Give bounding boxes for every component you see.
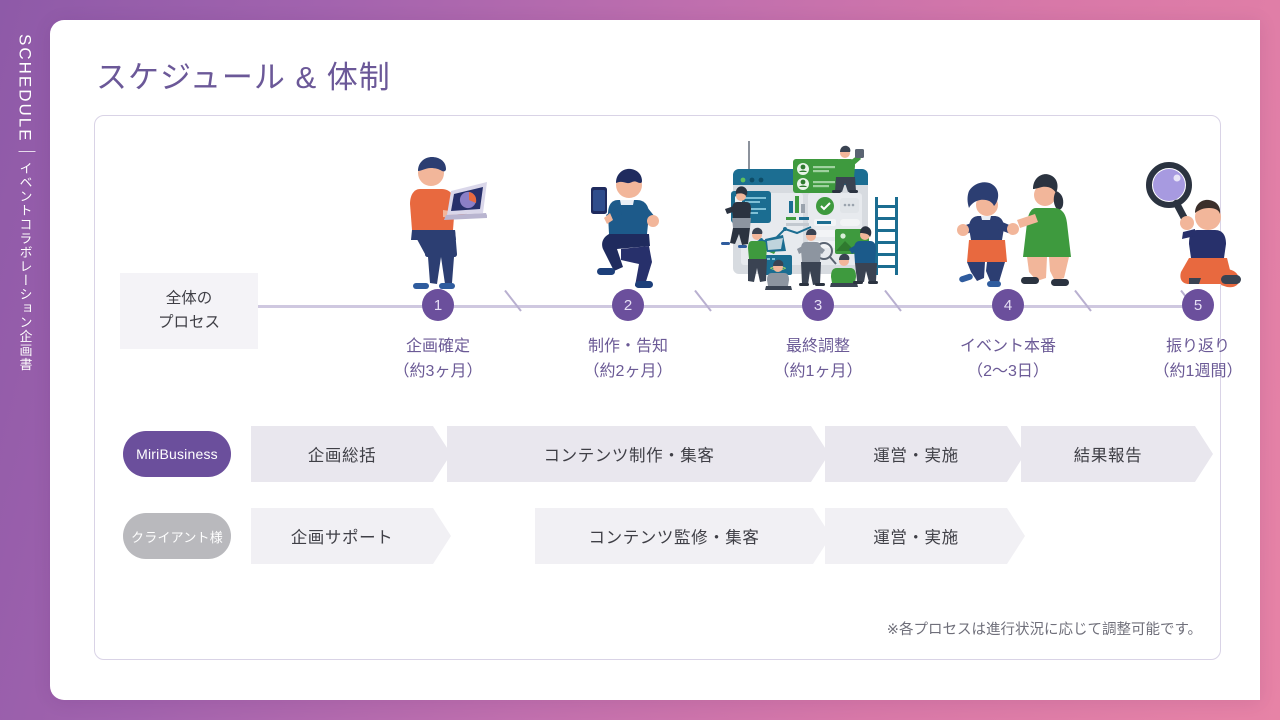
person-with-magnifier-illustration [1133, 151, 1243, 296]
timeline-step-5-duration: （約1週間） [1153, 362, 1243, 380]
client-task-1-label: 企画サポート [290, 529, 394, 547]
person-with-phone-illustration [577, 159, 669, 296]
client-task-2[interactable]: コンテンツ監修・集客 [535, 508, 831, 564]
illustration-row: </> [95, 136, 1241, 296]
footnote: ※各プロセスは進行状況に応じて調整可能です。 [886, 622, 1202, 638]
timeline-step-5-caption: 振り返り （約1週間） [1113, 335, 1280, 385]
timeline-step-1-caption: 企画確定 （約3ヶ月） [353, 335, 523, 385]
timeline-row-label: 全体の プロセス [120, 273, 258, 349]
timeline-step-2-name: 制作・告知 [587, 338, 668, 355]
timeline-step-4-caption: イベント本番 （2〜3日） [923, 335, 1093, 385]
timeline-step-4-dot[interactable]: 4 [992, 289, 1024, 321]
timeline-step-3-duration: （約1ヶ月） [773, 362, 863, 380]
timeline-step-5-dot[interactable]: 5 [1182, 289, 1214, 321]
timeline-step-1-duration: （約3ヶ月） [393, 362, 483, 380]
role-pill-client[interactable]: クライアント様 [123, 513, 231, 559]
timeline-step-1-name: 企画確定 [405, 338, 470, 355]
client-task-3[interactable]: 運営・実施 [825, 508, 1025, 564]
two-people-greeting-illustration [943, 165, 1075, 296]
side-rail-label: SCHEDULE [15, 34, 35, 143]
timeline-step-3-caption: 最終調整 （約1ヶ月） [733, 335, 903, 385]
timeline-track: 1 企画確定 （約3ヶ月） 2 制作・告知 （約2ヶ月） 3 最終調整 （約1ヶ… [258, 289, 1242, 380]
miribusiness-task-3[interactable]: 運営・実施 [825, 426, 1025, 482]
timeline-line [258, 305, 1198, 308]
timeline-step-3-dot[interactable]: 3 [802, 289, 834, 321]
client-task-1[interactable]: 企画サポート [251, 508, 451, 564]
timeline-step-4-duration: （2〜3日） [967, 362, 1049, 380]
client-task-2-label: コンテンツ監修・集客 [588, 529, 760, 547]
miribusiness-task-1-label: 企画総括 [307, 447, 377, 465]
page-title: スケジュール & 体制 [96, 60, 391, 95]
timeline-row-label-line2: プロセス [157, 314, 220, 331]
role-pill-miribusiness[interactable]: MiriBusiness [123, 431, 231, 477]
timeline-step-2-caption: 制作・告知 （約2ヶ月） [543, 335, 713, 385]
side-rail-text: SCHEDULE｜イベントコラボレーション企画書 [13, 34, 38, 372]
side-rail-subtitle: イベントコラボレーション企画書 [17, 161, 33, 372]
timeline-row-label-line1: 全体の [165, 289, 213, 307]
timeline-step-3-name: 最終調整 [785, 338, 850, 355]
miribusiness-task-4-label: 結果報告 [1073, 447, 1143, 465]
timeline-step-4-name: イベント本番 [959, 338, 1056, 355]
timeline-step-2-duration: （約2ヶ月） [583, 362, 673, 380]
team-dashboard-illustration: </> [707, 141, 907, 296]
miribusiness-task-2-label: コンテンツ制作・集客 [543, 447, 715, 465]
side-rail: SCHEDULE｜イベントコラボレーション企画書 [0, 0, 50, 720]
timeline-step-5-name: 振り返り [1165, 338, 1230, 355]
miribusiness-task-1[interactable]: 企画総括 [251, 426, 451, 482]
client-task-3-label: 運営・実施 [873, 529, 959, 547]
person-with-laptop-illustration [391, 151, 488, 296]
timeline-step-1-dot[interactable]: 1 [422, 289, 454, 321]
timeline-step-2-dot[interactable]: 2 [612, 289, 644, 321]
slide-sheet: スケジュール & 体制 [50, 20, 1260, 700]
miribusiness-task-4[interactable]: 結果報告 [1021, 426, 1213, 482]
miribusiness-task-2[interactable]: コンテンツ制作・集客 [447, 426, 829, 482]
side-rail-separator: ｜ [15, 142, 35, 162]
miribusiness-task-3-label: 運営・実施 [873, 447, 959, 465]
content-card: </> [94, 115, 1242, 660]
